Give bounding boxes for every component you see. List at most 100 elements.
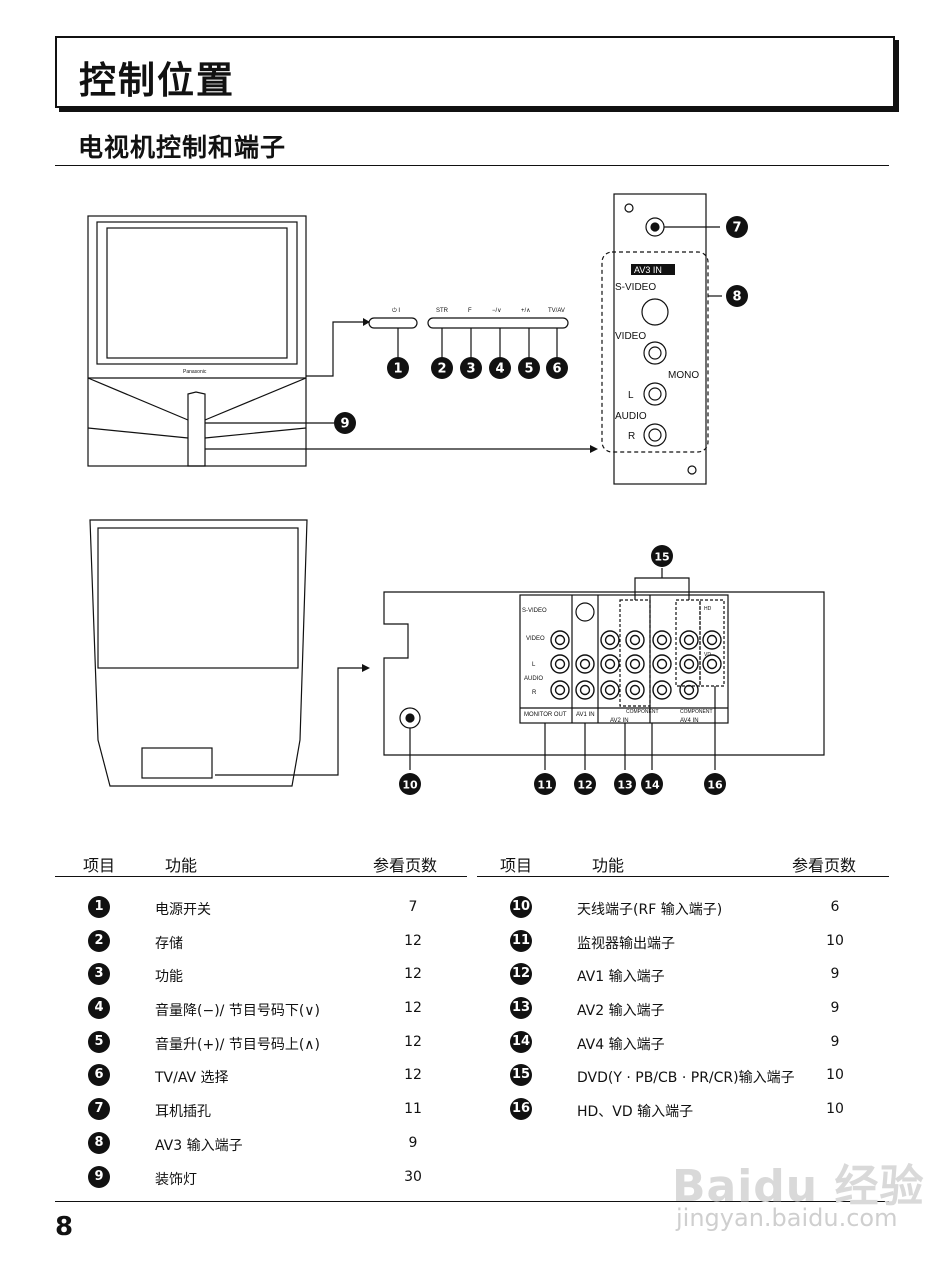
item-page: 9 bbox=[830, 966, 840, 983]
rca-jack bbox=[679, 680, 699, 700]
av3-svideo-label: S-VIDEO bbox=[615, 282, 656, 293]
brand-label: Panasonic bbox=[183, 369, 207, 375]
callout-4: 4 bbox=[489, 357, 511, 379]
header-item: 项目 bbox=[83, 856, 116, 875]
rca-jack bbox=[679, 654, 699, 674]
rca-jack bbox=[575, 680, 595, 700]
callout-13: 13 bbox=[614, 773, 636, 795]
section-title: 电视机控制和端子 bbox=[78, 133, 287, 162]
item-page: 11 bbox=[404, 1101, 422, 1118]
item-page: 12 bbox=[404, 966, 422, 983]
arrow-head bbox=[590, 445, 598, 453]
header-function: 功能 bbox=[592, 856, 625, 875]
rca-jack bbox=[652, 654, 672, 674]
item-function: 监视器输出端子 bbox=[577, 935, 675, 952]
header-page: 参看页数 bbox=[792, 856, 857, 875]
rca-jack bbox=[550, 654, 570, 674]
item-function: 存储 bbox=[155, 935, 183, 952]
rca-jack bbox=[679, 630, 699, 650]
rear-terminal-panel bbox=[383, 568, 825, 770]
item-function: AV1 输入端子 bbox=[577, 969, 665, 986]
item-number-badge: 4 bbox=[88, 997, 110, 1020]
page-title: 控制位置 bbox=[79, 59, 235, 102]
item-number-badge: 1 bbox=[88, 896, 110, 918]
item-number-badge: 5 bbox=[88, 1030, 110, 1053]
callout-12: 12 bbox=[574, 773, 596, 795]
item-page: 9 bbox=[408, 1134, 418, 1151]
rca-jack bbox=[702, 630, 722, 650]
svg-text:16: 16 bbox=[707, 779, 723, 792]
rca-jack bbox=[652, 630, 672, 650]
item-page: 9 bbox=[830, 1033, 840, 1050]
callout-14: 14 bbox=[641, 773, 663, 795]
rear-jacks bbox=[550, 630, 722, 700]
item-function: AV2 输入端子 bbox=[577, 1003, 665, 1020]
av3-audio-label: AUDIO bbox=[615, 411, 647, 422]
item-function: HD、VD 输入端子 bbox=[577, 1104, 694, 1121]
rear-component-label: COMPONENT bbox=[680, 709, 713, 715]
section-divider bbox=[55, 165, 889, 166]
svg-text:11: 11 bbox=[537, 779, 552, 792]
item-page: 9 bbox=[830, 1000, 840, 1017]
front-label: F bbox=[468, 308, 472, 314]
rear-audio-label: AUDIO bbox=[524, 676, 543, 682]
table-header: 项目 功能 参看页数 bbox=[477, 850, 891, 876]
av3-title: AV3 IN bbox=[634, 265, 662, 275]
item-page: 12 bbox=[404, 1067, 422, 1084]
front-label: STR bbox=[436, 308, 449, 314]
arrow-head bbox=[363, 318, 370, 326]
callout-9: 9 bbox=[334, 412, 356, 434]
rca-jack bbox=[600, 630, 620, 650]
item-page: 30 bbox=[404, 1168, 422, 1185]
rear-av4-label: AV4 IN bbox=[680, 718, 699, 724]
item-function: AV3 输入端子 bbox=[155, 1137, 243, 1154]
svg-text:14: 14 bbox=[644, 779, 660, 792]
page-title-box: 控制位置 bbox=[55, 36, 895, 108]
table-row: 3 功能 12 bbox=[55, 959, 469, 993]
header-function: 功能 bbox=[165, 856, 198, 875]
rear-hd-label: HD bbox=[704, 606, 712, 612]
svg-text:15: 15 bbox=[654, 551, 669, 564]
item-number-badge: 3 bbox=[88, 963, 110, 986]
header-item: 项目 bbox=[500, 856, 533, 875]
item-number-badge: 9 bbox=[88, 1165, 110, 1188]
front-label: TV/AV bbox=[548, 308, 565, 314]
av3-l-label: L bbox=[628, 390, 634, 401]
svg-text:3: 3 bbox=[466, 362, 475, 377]
item-page: 12 bbox=[404, 932, 422, 949]
svg-text:8: 8 bbox=[732, 290, 741, 305]
item-function: 功能 bbox=[155, 969, 183, 986]
callout-15: 15 bbox=[651, 545, 673, 567]
rear-vd-label: VD bbox=[704, 652, 711, 658]
rca-jack bbox=[625, 654, 645, 674]
item-number-badge: 14 bbox=[510, 1030, 532, 1053]
arrow-head bbox=[362, 664, 370, 672]
front-label: ⏻ I bbox=[392, 307, 400, 314]
callout-5: 5 bbox=[518, 357, 540, 379]
svg-text:9: 9 bbox=[340, 417, 349, 432]
rca-jack bbox=[550, 630, 570, 650]
item-function: TV/AV 选择 bbox=[155, 1070, 229, 1087]
svg-text:1: 1 bbox=[393, 362, 402, 377]
item-function: 电源开关 bbox=[155, 902, 211, 918]
callout-6: 6 bbox=[546, 357, 568, 379]
watermark-url: jingyan.baidu.com bbox=[676, 1204, 898, 1232]
svg-text:6: 6 bbox=[552, 362, 561, 377]
callout-11: 11 bbox=[534, 773, 556, 795]
item-function: 音量升(+)/ 节目号码上(∧) bbox=[155, 1036, 320, 1053]
item-number-badge: 7 bbox=[88, 1098, 110, 1121]
table-divider-right bbox=[477, 876, 889, 877]
front-label: −/∨ bbox=[492, 308, 502, 314]
rear-component-label: COMPONENT bbox=[626, 709, 659, 715]
